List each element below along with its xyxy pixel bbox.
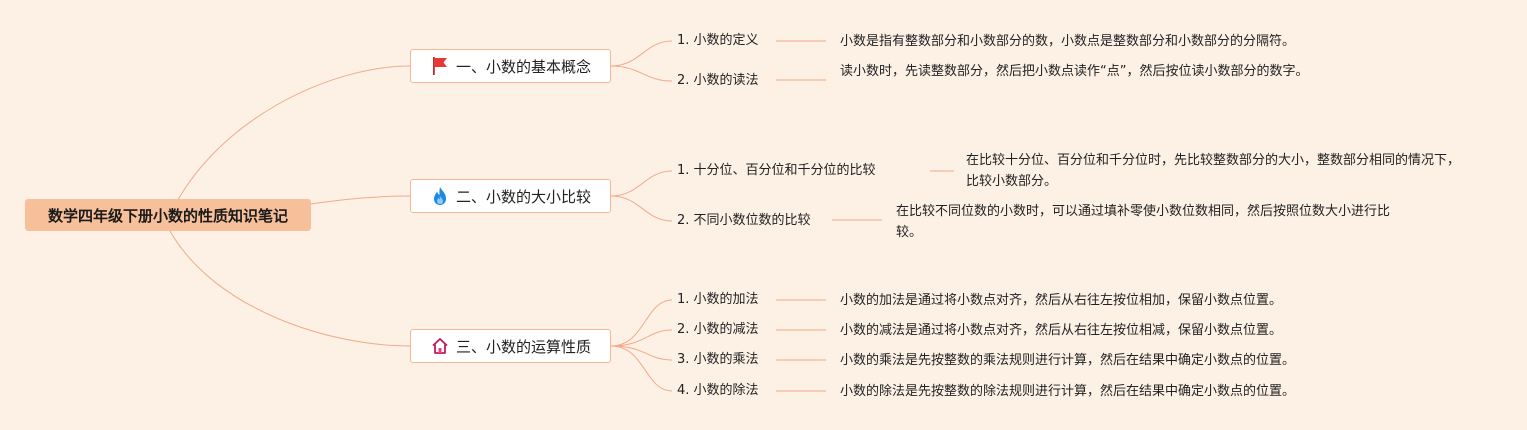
subtopic-definition[interactable]: 1. 小数的定义 — [677, 33, 759, 48]
subtopic-multiplication[interactable]: 3. 小数的乘法 — [677, 352, 759, 367]
topic-size-comparison[interactable]: 二、小数的大小比较 — [410, 179, 611, 213]
subtopic-division[interactable]: 4. 小数的除法 — [677, 383, 759, 398]
topic-operation-properties[interactable]: 三、小数的运算性质 — [410, 329, 611, 363]
topic-label: 二、小数的大小比较 — [455, 187, 591, 206]
subtopic-decimal-place-comparison-note: 在比较十分位、百分位和千分位时，先比较整数部分的大小，整数部分相同的情况下，比较… — [966, 153, 1461, 189]
root-topic-label: 数学四年级下册小数的性质知识笔记 — [47, 206, 288, 225]
house-icon — [430, 336, 450, 356]
subtopic-reading-note: 读小数时，先读整数部分，然后把小数点读作“点”，然后按位读小数部分的数字。 — [840, 64, 1309, 79]
link-topic-3-item-2 — [610, 329, 673, 347]
link-topic-2-item-1 — [610, 170, 673, 197]
link-topic-3-item-4 — [610, 345, 673, 392]
link-topic-1-item-1 — [610, 40, 673, 67]
subtopic-decimal-place-comparison[interactable]: 1. 十分位、百分位和千分位的比较 — [677, 163, 876, 178]
subtopic-subtraction-note: 小数的减法是通过将小数点对齐，然后从右往左按位相减，保留小数点位置。 — [840, 323, 1283, 338]
topic-label: 一、小数的基本概念 — [455, 57, 591, 76]
link-root-topic-2 — [310, 195, 411, 205]
link-topic-2-item-2 — [610, 195, 673, 222]
subtopic-different-digits-comparison-note: 在比较不同位数的小数时，可以通过填补零使小数位数相同，然后按照位数大小进行比较。 — [896, 204, 1391, 240]
subtopic-subtraction[interactable]: 2. 小数的减法 — [677, 322, 759, 337]
fire-icon — [430, 186, 450, 206]
link-root-topic-3 — [169, 230, 411, 347]
subtopic-multiplication-note: 小数的乘法是先按整数的乘法规则进行计算，然后在结果中确定小数点的位置。 — [840, 353, 1296, 368]
subtopic-addition[interactable]: 1. 小数的加法 — [677, 292, 759, 307]
subtopic-reading[interactable]: 2. 小数的读法 — [677, 73, 759, 88]
link-topic-3-item-3 — [610, 345, 673, 361]
topic-label: 三、小数的运算性质 — [455, 337, 591, 356]
subtopic-division-note: 小数的除法是先按整数的除法规则进行计算，然后在结果中确定小数点的位置。 — [840, 384, 1296, 399]
link-topic-3-item-1 — [610, 299, 673, 347]
link-root-topic-1 — [169, 65, 411, 216]
topic-basic-concepts[interactable]: 一、小数的基本概念 — [410, 49, 611, 83]
red-flag-icon — [430, 56, 450, 76]
subtopic-different-digits-comparison[interactable]: 2. 不同小数位数的比较 — [677, 213, 811, 228]
subtopic-addition-note: 小数的加法是通过将小数点对齐，然后从右往左按位相加，保留小数点位置。 — [840, 293, 1283, 308]
link-topic-1-item-2 — [610, 65, 673, 82]
root-topic[interactable]: 数学四年级下册小数的性质知识笔记 — [25, 199, 311, 231]
subtopic-definition-note: 小数是指有整数部分和小数部分的数，小数点是整数部分和小数部分的分隔符。 — [840, 34, 1296, 49]
